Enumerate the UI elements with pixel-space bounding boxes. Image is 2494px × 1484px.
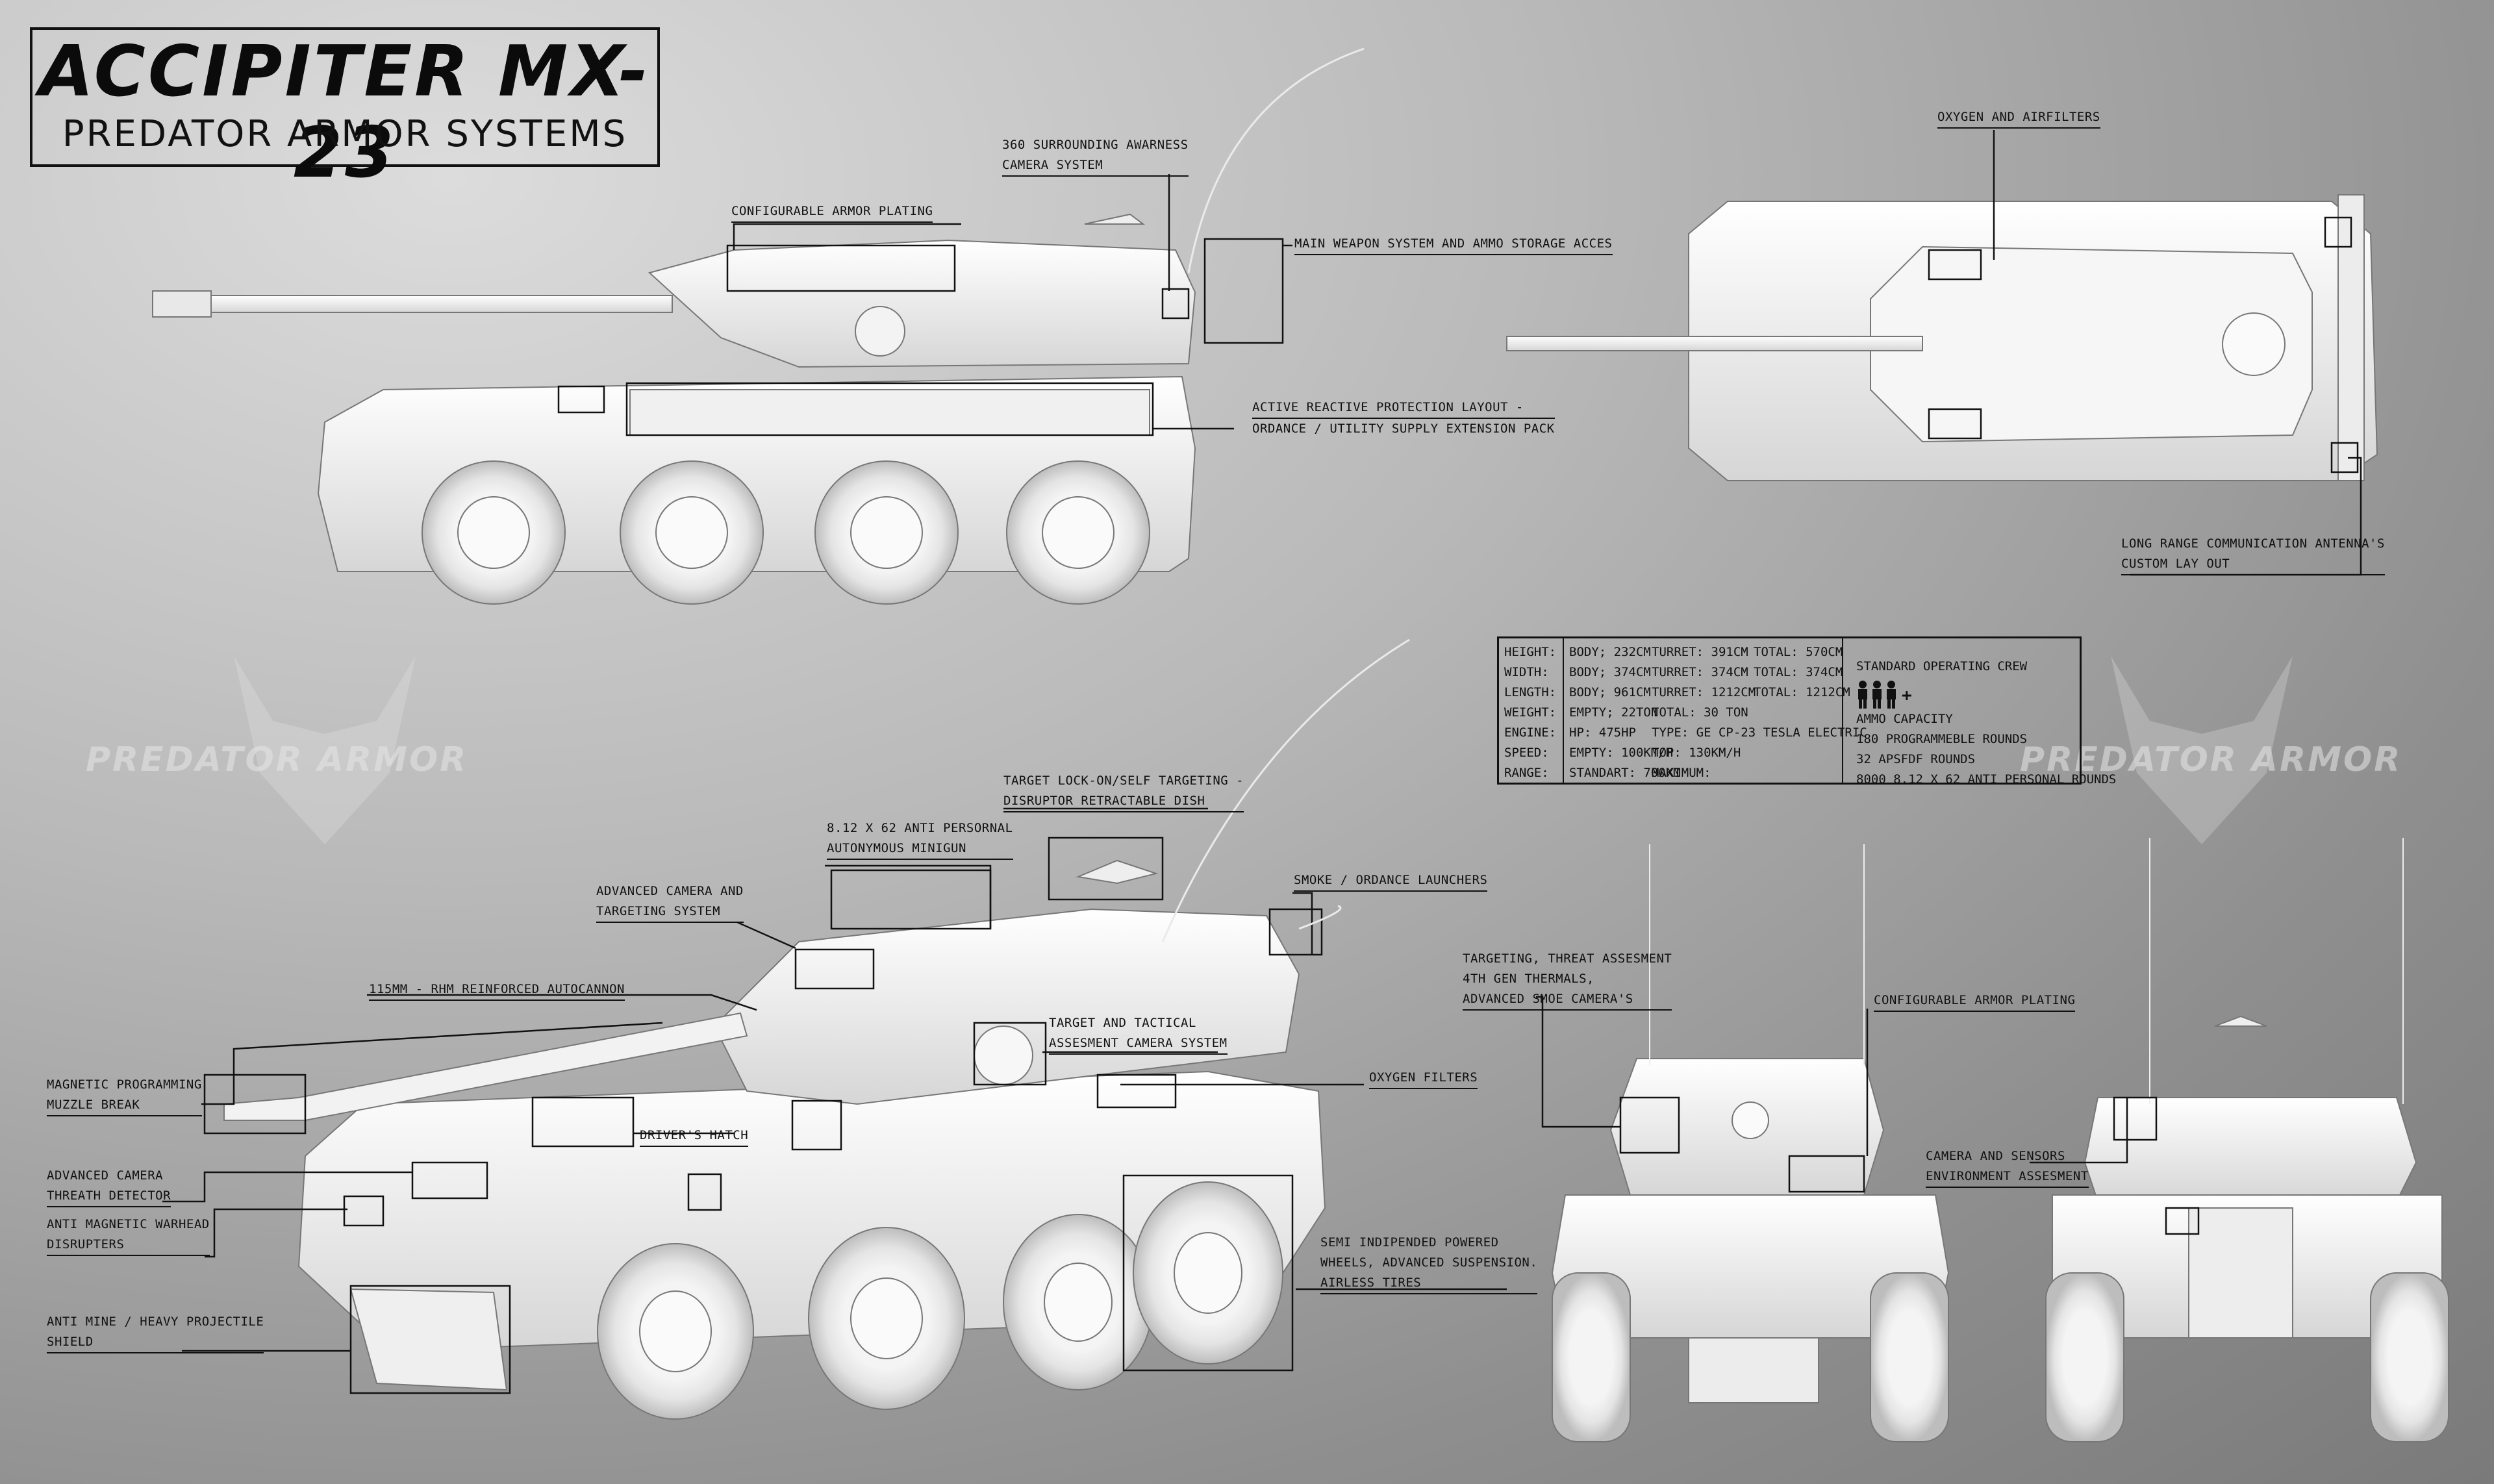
watermark-logo-left [234, 656, 416, 844]
spec-divider-crew [1842, 638, 1843, 783]
top-view-vehicle [1506, 194, 2378, 481]
title-main: ACCIPITER MX-23 [39, 31, 651, 194]
crew-plus: + [1902, 686, 1912, 705]
callout-oxygen-filters: OXYGEN FILTERS [1369, 1068, 1478, 1089]
callout-reactive-protection: ACTIVE REACTIVE PROTECTION LAYOUT -ORDAN… [1252, 397, 1555, 439]
watermark-right: PREDATOR ARMOR [2020, 740, 2402, 779]
crew-heading: STANDARD OPERATING CREW [1856, 659, 2028, 673]
title-box: ACCIPITER MX-23 PREDATOR ARMOR SYSTEMS [30, 27, 660, 194]
ammo-line-2: 180 PROGRAMMEBLE ROUNDS [1856, 732, 2028, 746]
rear-view-vehicle [2045, 838, 2449, 1442]
spec-divider [1563, 638, 1564, 783]
callout-drivers-hatch: DRIVER'S HATCH [640, 1126, 749, 1147]
watermark-left: PREDATOR ARMOR [86, 740, 468, 779]
callout-oxygen-airfilters: OXYGEN AND AIRFILTERS [1937, 107, 2100, 129]
callout-armor-plating-side: CONFIGURABLE ARMOR PLATING [731, 201, 933, 223]
ammo-line-3: 32 APSFDF ROUNDS [1856, 752, 1976, 766]
spec-labels: HEIGHT:WIDTH:LENGTH: WEIGHT:ENGINE:SPEED… [1504, 645, 1557, 780]
callout-target-lock: TARGET LOCK-ON/SELF TARGETING -DISRUPTOR… [1003, 771, 1244, 812]
spec-table: HEIGHT:WIDTH:LENGTH: WEIGHT:ENGINE:SPEED… [1497, 636, 2082, 785]
callout-autocannon: 115MM - RHM REINFORCED AUTOCANNON [369, 979, 625, 1001]
crew-icons: + [1856, 681, 2116, 709]
callout-leaders [162, 130, 2362, 1394]
front-view-vehicle [1551, 844, 1950, 1442]
crew-ammo-panel: STANDARD OPERATING CREW + AMMO CAPACITY … [1856, 657, 2116, 790]
title-subtitle: PREDATOR ARMOR SYSTEMS [62, 113, 628, 155]
watermark-logo-right [2111, 656, 2293, 844]
antenna-arcs [1161, 47, 1410, 942]
crew-figures-icon [1858, 681, 1896, 709]
perspective-view-vehicle [223, 859, 1326, 1420]
ammo-line-4: 8000 8.12 X 62 ANTI PERSONAL ROUNDS [1856, 772, 2117, 786]
callout-main-weapon: MAIN WEAPON SYSTEM AND AMMO STORAGE ACCE… [1294, 234, 1613, 255]
ammo-line-1: AMMO CAPACITY [1856, 712, 1953, 726]
callout-smoke-launchers: SMOKE / ORDANCE LAUNCHERS [1294, 870, 1488, 892]
side-view-vehicle [152, 213, 1196, 605]
callout-armor-plating-front: CONFIGURABLE ARMOR PLATING [1874, 990, 2076, 1012]
